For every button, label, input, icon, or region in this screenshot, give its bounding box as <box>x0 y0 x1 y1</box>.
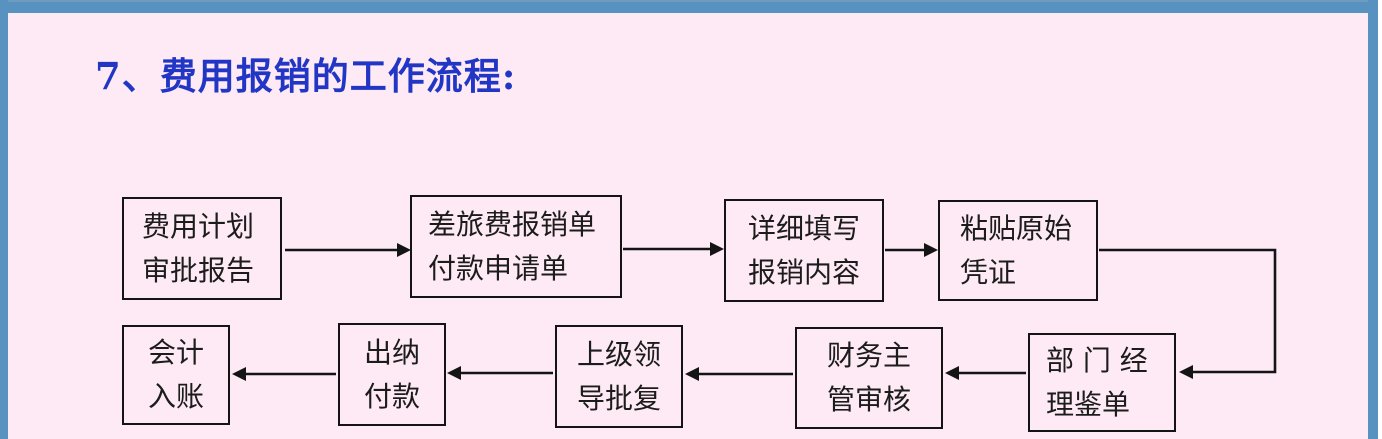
node-text-line: 出纳 <box>363 335 420 369</box>
slide-frame-right <box>1368 0 1378 439</box>
node-text-line: 详细填写 <box>747 211 860 245</box>
node-text-line: 财务主 <box>826 339 911 372</box>
slide-frame-left <box>0 0 8 439</box>
flow-node-senior-leader-approval: 上级领 导批复 <box>555 325 683 428</box>
node-text-line: 差旅费报销单 <box>428 207 597 241</box>
flow-node-paste-original-vouchers: 粘贴原始 凭证 <box>938 200 1098 301</box>
slide-title: 7、费用报销的工作流程: <box>95 54 517 98</box>
flow-node-finance-supervisor-review: 财务主 管审核 <box>795 327 943 429</box>
flow-node-department-manager-signs: 部 门 经 理鉴单 <box>1028 333 1176 432</box>
node-text-line: 导批复 <box>576 381 661 415</box>
slide-frame-top <box>0 0 1378 13</box>
node-text-line: 付款 <box>363 379 420 413</box>
node-text-line: 粘贴原始 <box>960 211 1073 245</box>
flow-node-travel-expense-forms: 差旅费报销单 付款申请单 <box>410 195 622 298</box>
node-text-line: 上级领 <box>576 337 661 371</box>
node-text-line: 报销内容 <box>747 255 860 289</box>
node-text-line: 付款申请单 <box>428 251 569 285</box>
flow-node-accounting-entry: 会计 入账 <box>122 325 230 425</box>
flow-node-cashier-payment: 出纳 付款 <box>338 323 446 426</box>
node-text-line: 审批报告 <box>142 253 255 287</box>
node-text-line: 部 门 经 <box>1046 343 1148 377</box>
node-text-line: 会计 <box>147 336 204 369</box>
node-text-line: 管审核 <box>826 383 911 416</box>
node-text-line: 入账 <box>147 380 204 413</box>
flow-node-expense-plan-approval-report: 费用计划 审批报告 <box>122 197 282 300</box>
node-text-line: 理鉴单 <box>1046 387 1131 421</box>
node-text-line: 凭证 <box>960 255 1017 289</box>
node-text-line: 费用计划 <box>142 209 255 243</box>
flow-node-fill-in-details: 详细填写 报销内容 <box>724 199 884 302</box>
